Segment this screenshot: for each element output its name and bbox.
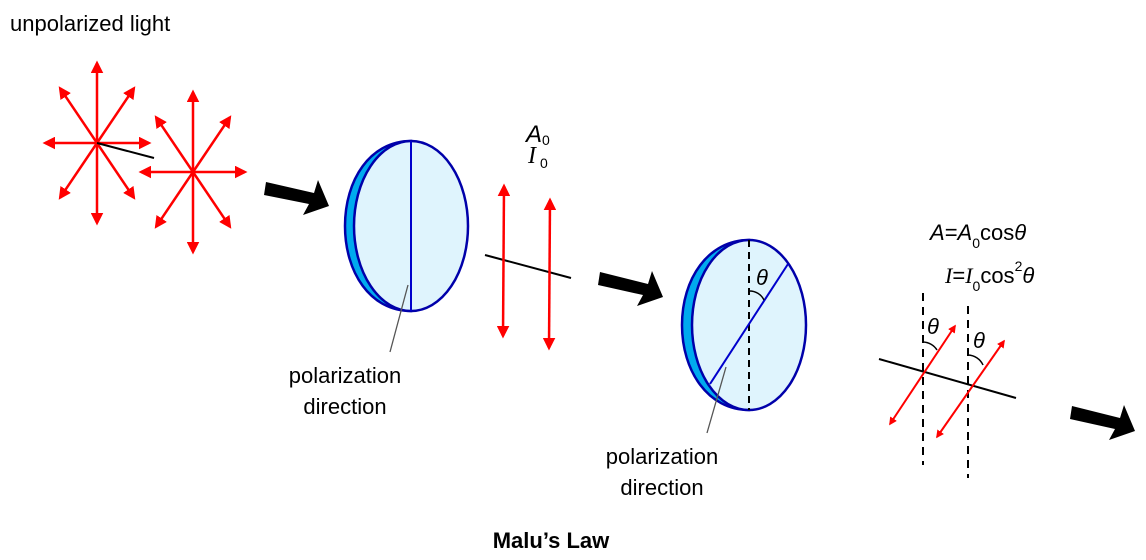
- field-vector-up-left: [154, 115, 195, 173]
- polarized-field-vector-2: [542, 197, 557, 351]
- polarizer-2-label-line1: polarization: [606, 444, 719, 469]
- field-vector-down-right: [191, 171, 232, 229]
- amplitude-symbol: A: [524, 121, 542, 148]
- amplitude-subscript: 0: [542, 132, 550, 148]
- unpolarized-light-label: unpolarized light: [10, 11, 170, 36]
- field-vector-up-right: [191, 115, 232, 173]
- svg-text:A=A0cosθ: A=A0cosθ: [928, 220, 1026, 251]
- angle-theta-1: θ: [927, 314, 939, 339]
- field-vector-up-left: [58, 86, 99, 144]
- amp-rhs-function: cos: [980, 220, 1014, 245]
- angle-arc-2: [967, 354, 984, 366]
- intensity-label-i0: I 0: [527, 143, 548, 171]
- int-eq: =: [952, 263, 965, 288]
- svg-text:I=I0cos2θ: I=I0cos2θ: [944, 258, 1034, 294]
- field-vector-down-left: [58, 142, 99, 200]
- field-vector-down-left: [154, 171, 195, 229]
- propagation-arrow-2: [598, 271, 663, 306]
- propagation-axis-1: [96, 142, 155, 159]
- polarizer-2-pointer: [706, 366, 727, 434]
- figure-title: Malu’s Law: [493, 528, 610, 553]
- int-rhs-superscript: 2: [1015, 258, 1023, 274]
- amplitude-formula: A=A0cosθ: [928, 220, 1026, 251]
- polarizer-2-transmission-axis: [709, 263, 789, 385]
- polarizer-2: θ: [680, 238, 808, 412]
- propagation-arrow-1: [264, 180, 329, 215]
- polarized-field-vector-1: [496, 183, 511, 339]
- amplitude-label-a0: A 0: [524, 121, 550, 148]
- unpolarized-star-2: [138, 89, 248, 255]
- amp-eq: =: [945, 220, 958, 245]
- intensity-symbol: I: [527, 143, 537, 169]
- polarizer-1-pointer: [389, 284, 409, 353]
- amp-rhs-subscript: 0: [972, 235, 980, 251]
- propagation-arrow-3: [1070, 405, 1135, 440]
- amp-rhs-symbol: A: [956, 220, 973, 245]
- angle-arc-1: [922, 341, 938, 351]
- polarizer-1: [343, 139, 470, 313]
- polarizer-2-angle-theta: θ: [756, 265, 768, 290]
- int-lhs: I: [944, 263, 954, 288]
- polarizer-1-label-line2: direction: [303, 394, 386, 419]
- propagation-axis-3: [878, 358, 1017, 399]
- intensity-subscript: 0: [540, 155, 548, 171]
- polarizer-2-label-line2: direction: [620, 475, 703, 500]
- polarizer-1-label-line1: polarization: [289, 363, 402, 388]
- propagation-axis-2: [484, 254, 572, 279]
- int-rhs-function: cos: [980, 263, 1014, 288]
- int-rhs-symbol: I: [964, 263, 974, 288]
- unpolarized-star-1: [42, 60, 152, 226]
- amp-rhs-theta: θ: [1014, 220, 1026, 245]
- transmitted-field-vector-2: [936, 339, 1005, 439]
- field-vector-down-right: [95, 142, 136, 200]
- intensity-formula: I=I0cos2θ: [944, 258, 1034, 294]
- angle-theta-2: θ: [973, 328, 985, 353]
- polarizer-2-angle-arc: [748, 290, 765, 301]
- int-rhs-subscript: 0: [973, 278, 981, 294]
- int-rhs-theta: θ: [1022, 263, 1034, 288]
- amp-lhs: A: [928, 220, 945, 245]
- field-vector-up-right: [95, 86, 136, 144]
